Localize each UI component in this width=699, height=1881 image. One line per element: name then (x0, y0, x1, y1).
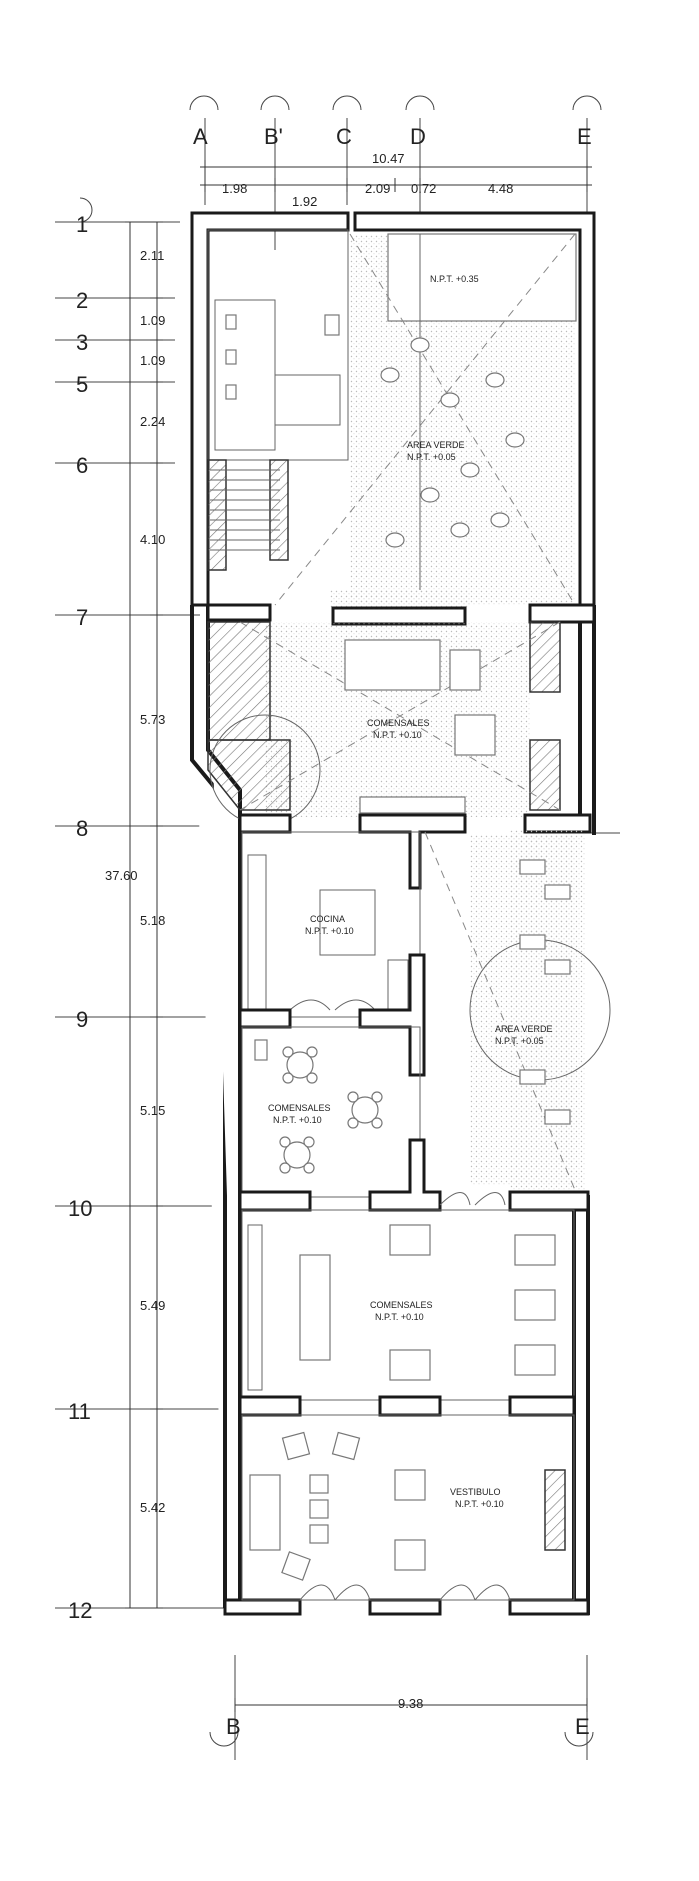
room-name: COCINA (310, 914, 345, 924)
room-npt: N.P.T. +0.10 (373, 730, 422, 740)
area-verde-2: AREA VERDE N.P.T. +0.05 (424, 830, 611, 1191)
dim-total-top: 10.47 (372, 151, 405, 166)
wall-row-7 (192, 603, 596, 626)
round-table (279, 1136, 315, 1174)
dim-left-segment: 5.18 (140, 913, 165, 928)
axis-marker-B-bottom: B (209, 1714, 241, 1747)
room-npt: N.P.T. +0.05 (495, 1036, 544, 1046)
wall-row-9 (238, 953, 426, 1077)
wall-row-11 (238, 1395, 576, 1417)
axis-marker-A: A (189, 95, 219, 149)
axis-marker-row-7: 7 (55, 605, 200, 630)
planters (380, 337, 525, 548)
room-npt: N.P.T. +0.10 (305, 926, 354, 936)
dim-left-segment: 2.11 (140, 248, 164, 263)
axis-marker-row-12: 12 (55, 1598, 225, 1623)
dim-left-segment: 5.49 (140, 1298, 165, 1313)
axis-label: E (575, 1714, 590, 1739)
room-npt: N.P.T. +0.35 (430, 274, 479, 284)
room-name: AREA VERDE (495, 1024, 553, 1034)
axis-label: B' (264, 124, 283, 149)
dim-top-segment: 0.72 (411, 181, 436, 196)
comensales-3: COMENSALES N.P.T. +0.10 (241, 1209, 575, 1401)
axis-label: A (193, 124, 208, 149)
room-name: AREA VERDE (407, 440, 465, 450)
garden-planters (519, 859, 571, 1125)
axis-marker-D: D (405, 95, 435, 149)
axis-label: 1 (76, 212, 88, 237)
axis-marker-row-8: 8 (55, 816, 620, 841)
axis-label: 12 (68, 1598, 92, 1623)
axis-marker-row-1: 1 (55, 197, 180, 237)
dim-left-segment: 5.42 (140, 1500, 165, 1515)
room-name: COMENSALES (268, 1103, 331, 1113)
room-name: COMENSALES (367, 718, 430, 728)
bottom-dimensions: 9.38 (234, 1696, 588, 1712)
top-zone: N.P.T. +0.35 AREA VERDE N.P.T. +0.05 (207, 229, 577, 608)
axis-label: 7 (76, 605, 88, 630)
axis-label: 6 (76, 453, 88, 478)
axis-label: 9 (76, 1007, 88, 1032)
axis-label: 11 (68, 1399, 91, 1424)
axis-label: B (226, 1714, 241, 1739)
room-name: COMENSALES (370, 1300, 433, 1310)
axis-label: E (577, 124, 592, 149)
dim-top-segment: 1.92 (292, 194, 317, 209)
vestibulo: VESTIBULO N.P.T. +0.10 (241, 1414, 575, 1601)
dim-left-segment: 4.10 (140, 532, 165, 547)
room-npt: N.P.T. +0.05 (407, 452, 456, 462)
left-dimensions: 2.11 1.09 1.09 2.24 4.10 5.73 5.18 5.15 … (105, 221, 165, 1609)
top-dimensions: 10.47 1.98 1.92 2.09 0.72 4.48 (200, 151, 592, 209)
dim-left-segment: 1.09 (140, 353, 165, 368)
axis-marker-row-11: 11 (55, 1399, 225, 1424)
axis-marker-E-top: E (572, 95, 602, 149)
room-npt: N.P.T. +0.10 (273, 1115, 322, 1125)
dim-left-segment: 5.73 (140, 712, 165, 727)
room-npt: N.P.T. +0.10 (375, 1312, 424, 1322)
wall-row-8 (238, 796, 592, 890)
room-name: VESTIBULO (450, 1487, 501, 1497)
axis-marker-B-prime: B' (260, 95, 290, 149)
axis-label: D (410, 124, 426, 149)
axis-label: C (336, 124, 352, 149)
axis-marker-row-9: 9 (55, 1007, 225, 1032)
dim-left-segment: 2.24 (140, 414, 165, 429)
comensales-1: COMENSALES N.P.T. +0.10 (207, 621, 561, 826)
axis-label: 8 (76, 816, 88, 841)
comensales-2: COMENSALES N.P.T. +0.10 (241, 1026, 421, 1198)
room-npt: N.P.T. +0.10 (455, 1499, 504, 1509)
axis-label: 3 (76, 330, 88, 355)
dim-left-segment: 1.09 (140, 313, 165, 328)
axis-marker-E-bottom: E (564, 1714, 594, 1747)
stair (210, 469, 280, 551)
axis-label: 5 (76, 372, 88, 397)
cocina: COCINA N.P.T. +0.10 (241, 831, 421, 1018)
dim-left-segment: 5.15 (140, 1103, 165, 1118)
dim-top-segment: 2.09 (365, 181, 390, 196)
dim-top-segment: 1.98 (222, 181, 247, 196)
axis-marker-row-10: 10 (55, 1196, 225, 1221)
dim-top-segment: 4.48 (488, 181, 513, 196)
dim-total-left: 37.60 (105, 868, 138, 883)
axis-label: 10 (68, 1196, 92, 1221)
axis-label: 2 (76, 288, 88, 313)
round-table (282, 1046, 318, 1084)
round-table (347, 1091, 383, 1129)
dim-total-bottom: 9.38 (398, 1696, 423, 1711)
axis-marker-C: C (332, 95, 362, 149)
